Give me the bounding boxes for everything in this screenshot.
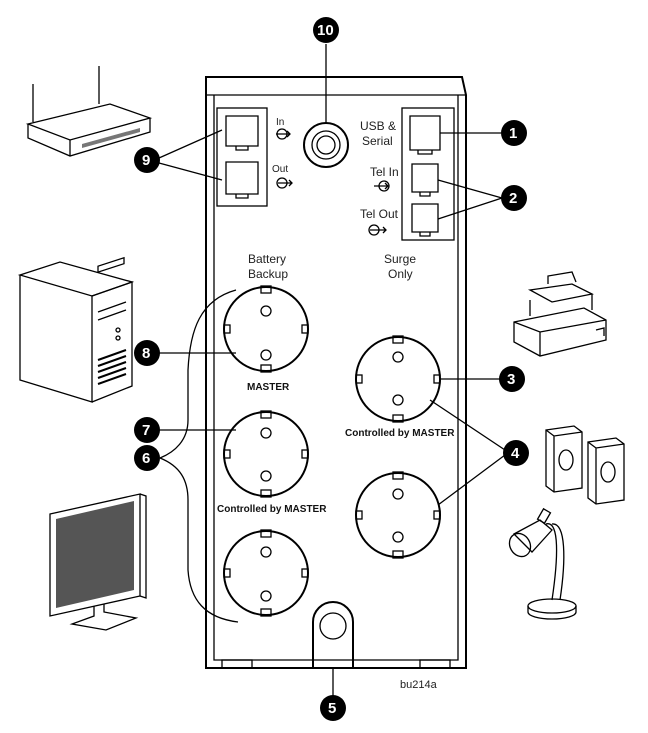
usb-serial-label-2: Serial: [362, 134, 393, 148]
callout-6: 6: [134, 445, 160, 471]
svg-text:3: 3: [507, 371, 515, 388]
battery-backup-label-2: Backup: [248, 267, 288, 281]
surge-only-label-1: Surge: [384, 252, 416, 266]
outlet-battery-master[interactable]: [223, 285, 309, 373]
tel-in-label: Tel In: [370, 165, 399, 179]
leader-lines: [158, 129, 506, 696]
network-in-icon: [276, 128, 291, 140]
tel-in-icon: [374, 180, 390, 192]
figure-code: bu214a: [400, 679, 438, 691]
svg-text:2: 2: [509, 190, 517, 207]
controlled-right-label: Controlled by MASTER: [345, 428, 455, 439]
network-port-group: In Out: [216, 107, 293, 207]
network-in-port[interactable]: [225, 115, 259, 151]
monitor-icon: [49, 493, 147, 631]
network-out-icon: [276, 177, 293, 189]
tel-out-label: Tel Out: [360, 207, 399, 221]
outlet-surge-controlled[interactable]: [355, 335, 441, 423]
router-icon: [25, 66, 153, 157]
callout-5: 5: [320, 695, 346, 721]
ups-body: [205, 76, 467, 669]
outlet-battery-controlled-2[interactable]: [223, 529, 309, 617]
callout-1: 1: [501, 120, 527, 146]
callout-10: 10: [313, 17, 339, 43]
network-in-label: In: [276, 117, 284, 128]
usb-serial-port[interactable]: [409, 115, 441, 155]
callout-2: 2: [501, 185, 527, 211]
callout-8: 8: [134, 340, 160, 366]
tel-out-icon: [368, 224, 387, 236]
network-out-port[interactable]: [225, 161, 259, 199]
svg-text:10: 10: [317, 22, 334, 39]
circuit-breaker[interactable]: [303, 122, 349, 168]
svg-text:5: 5: [328, 700, 336, 717]
pc-tower-icon: [17, 256, 135, 403]
callout-3: 3: [499, 366, 525, 392]
svg-text:9: 9: [142, 152, 150, 169]
tel-in-port[interactable]: [411, 163, 439, 197]
tel-out-port[interactable]: [411, 203, 439, 237]
controlled-left-label: Controlled by MASTER: [217, 504, 327, 515]
speakers-icon: [545, 425, 625, 505]
printer-icon: [513, 271, 607, 357]
svg-text:6: 6: [142, 450, 150, 467]
network-out-label: Out: [272, 164, 288, 175]
master-label: MASTER: [247, 382, 290, 393]
callout-4: 4: [503, 440, 529, 466]
surge-only-label-2: Only: [388, 267, 413, 281]
data-port-group: USB & Serial Tel In Tel Out: [360, 107, 455, 241]
lamp-icon: [508, 507, 577, 620]
usb-serial-label-1: USB &: [360, 119, 396, 133]
svg-text:4: 4: [511, 445, 520, 462]
battery-backup-label-1: Battery: [248, 252, 286, 266]
svg-text:1: 1: [509, 125, 517, 142]
outlet-battery-controlled[interactable]: [223, 410, 309, 498]
callout-7: 7: [134, 417, 160, 443]
svg-text:7: 7: [142, 422, 150, 439]
outlet-surge-2[interactable]: [355, 471, 441, 559]
power-cord-inlet: [312, 601, 354, 668]
svg-text:8: 8: [142, 345, 150, 362]
callout-9: 9: [134, 147, 160, 173]
